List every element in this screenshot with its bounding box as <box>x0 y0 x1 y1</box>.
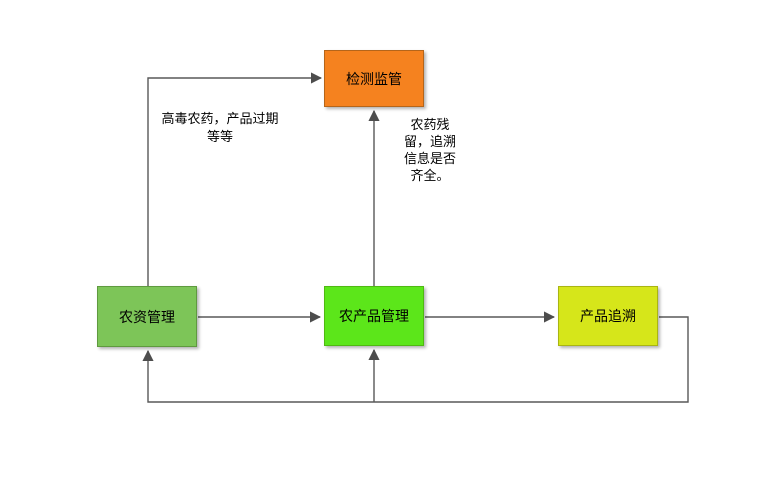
connector-agri-material-to-detection <box>147 72 323 286</box>
node-agri-material-mgmt: 农资管理 <box>97 286 197 347</box>
node-detection-supervision: 检测监管 <box>324 50 424 107</box>
node-label: 检测监管 <box>346 70 402 87</box>
node-label: 产品追溯 <box>580 308 636 324</box>
node-label: 农资管理 <box>119 308 175 325</box>
node-label: 农产品管理 <box>339 308 409 324</box>
node-agri-product-mgmt: 农产品管理 <box>324 286 424 346</box>
annotation-pesticide-residue-note: 农药残留，追溯信息是否齐全。 <box>403 117 456 183</box>
connector-traceability-feedback-to-agri-material <box>142 316 689 403</box>
annotation-toxic-pesticide-note: 高毒农药，产品过期等等 <box>161 111 279 144</box>
node-product-traceability: 产品追溯 <box>558 286 658 346</box>
